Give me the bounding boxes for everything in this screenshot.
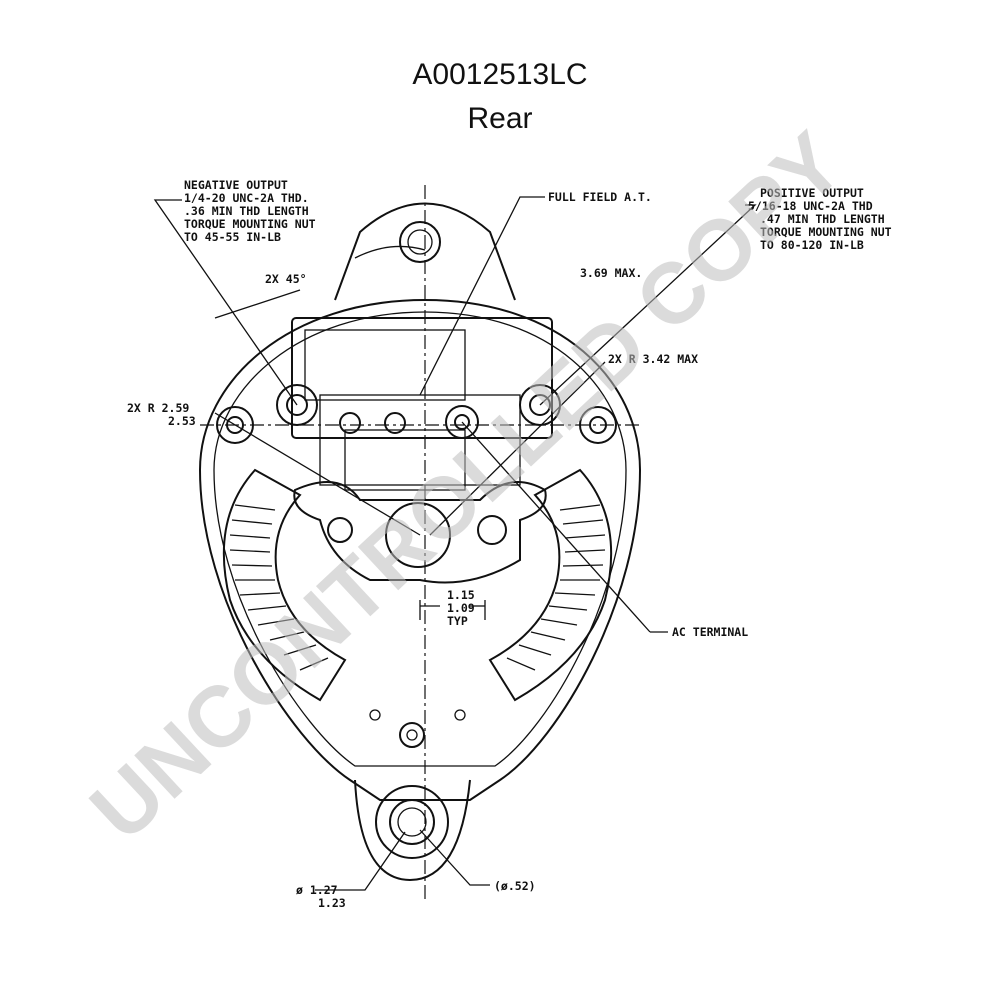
left-mount-boss xyxy=(216,406,254,444)
top-ear-hole-inner xyxy=(407,229,433,255)
diameter-127-label: ø 1.27 xyxy=(296,883,338,897)
ac-terminal-label: AC TERMINAL xyxy=(672,625,748,639)
spacing-115-label: 1.15 xyxy=(447,588,475,602)
positive-output-stud xyxy=(529,394,551,416)
bearing-boss-bracket xyxy=(293,481,547,584)
bottom-ear-boss xyxy=(375,785,449,859)
diameter-123-label: 1.23 xyxy=(318,896,346,910)
negative-output-stud xyxy=(286,394,308,416)
lower-right-hole xyxy=(454,709,466,721)
regulator-block xyxy=(291,317,553,439)
bearing-boss xyxy=(385,502,451,568)
bottom-ear-hole xyxy=(389,799,435,845)
negative-output-terminal xyxy=(276,384,318,426)
neg-output-line-1: NEGATIVE OUTPUT xyxy=(184,178,288,192)
positive-output-callout: POSITIVE OUTPUT 5/16-18 UNC-2A THD .47 M… xyxy=(748,186,892,252)
view-subtitle: Rear xyxy=(467,102,533,135)
radius-max-label: 3.69 MAX. xyxy=(580,266,642,280)
top-ear-hole xyxy=(399,221,441,263)
right-mount-boss xyxy=(579,406,617,444)
pos-output-line-1: POSITIVE OUTPUT xyxy=(760,186,864,200)
neg-output-line-4: TORQUE MOUNTING NUT xyxy=(184,217,316,231)
radius-342-label: 2X R 3.42 MAX xyxy=(608,352,698,366)
spacing-109-label: 1.09 xyxy=(447,601,475,615)
bottom-ear-hole-inner xyxy=(397,807,427,837)
field-terminal-left xyxy=(339,412,361,434)
ac-terminal-stud xyxy=(454,414,470,430)
housing-inner-rim xyxy=(213,311,627,767)
spacing-typ-label: TYP xyxy=(447,614,468,628)
neg-output-line-3: .36 MIN THD LENGTH xyxy=(184,204,309,218)
lower-left-hole xyxy=(369,709,381,721)
boss-hole-right xyxy=(477,515,507,545)
left-mount-hole xyxy=(226,416,244,434)
lower-center-hole xyxy=(406,729,418,741)
left-vent-slots xyxy=(229,504,329,671)
angle-label: 2X 45° xyxy=(265,272,307,286)
full-field-label: FULL FIELD A.T. xyxy=(548,190,652,204)
right-vent-slots xyxy=(506,504,606,671)
radius-253-label: 2.53 xyxy=(168,414,196,428)
neg-output-line-2: 1/4-20 UNC-2A THD. xyxy=(184,191,309,205)
left-vent-array xyxy=(222,468,347,702)
diameter-052-label: (ø.52) xyxy=(494,879,536,893)
housing-outline xyxy=(198,298,642,801)
top-mounting-ear xyxy=(334,202,516,301)
positive-output-terminal xyxy=(519,384,561,426)
radius-259-label: 2X R 2.59 xyxy=(127,401,189,415)
pos-output-line-5: TO 80-120 IN-LB xyxy=(760,238,864,252)
pos-output-line-3: .47 MIN THD LENGTH xyxy=(760,212,885,226)
part-number-title: A0012513LC xyxy=(412,58,588,91)
right-vent-array xyxy=(488,468,613,702)
pos-output-line-2: 5/16-18 UNC-2A THD xyxy=(748,199,873,213)
leader-lines xyxy=(153,196,757,891)
neg-output-line-5: TO 45-55 IN-LB xyxy=(184,230,281,244)
negative-output-callout: NEGATIVE OUTPUT 1/4-20 UNC-2A THD. .36 M… xyxy=(184,178,316,244)
bottom-mounting-ear xyxy=(354,779,471,882)
right-mount-hole xyxy=(589,416,607,434)
field-terminal-right xyxy=(384,412,406,434)
regulator-cover xyxy=(304,329,466,401)
lower-center-boss xyxy=(399,722,425,748)
ac-terminal xyxy=(445,405,479,439)
terminal-plate-inner xyxy=(344,429,466,491)
boss-hole-left xyxy=(327,517,353,543)
pos-output-line-4: TORQUE MOUNTING NUT xyxy=(760,225,892,239)
